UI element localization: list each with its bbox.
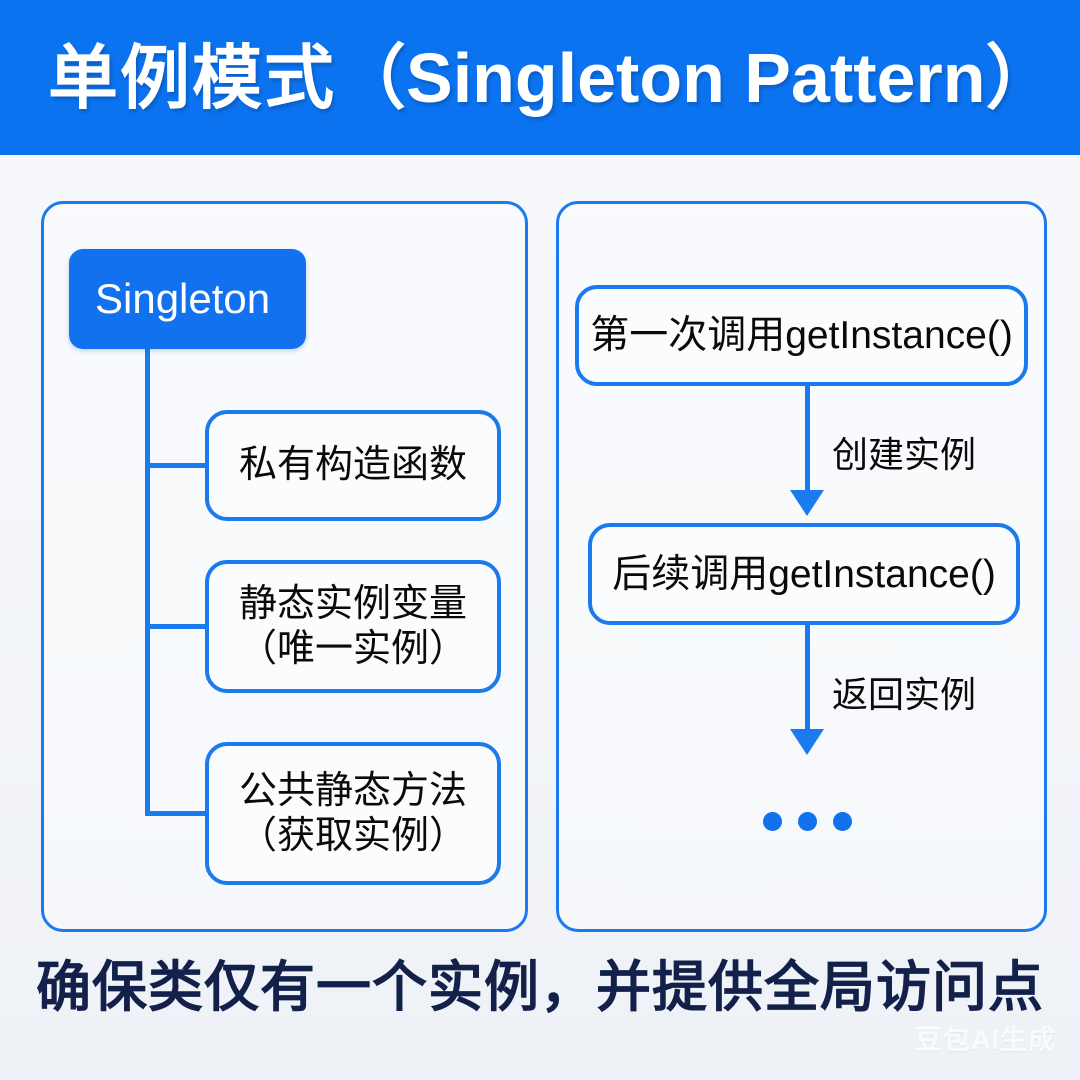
flow-step-subsequent-call[interactable]: 后续调用getInstance(): [588, 523, 1020, 625]
flow-arrow-2-stem: [805, 625, 810, 733]
flow-step-label: 后续调用getInstance(): [612, 552, 996, 596]
structure-node-public-static-method[interactable]: 公共静态方法 （获取实例）: [205, 742, 501, 885]
tree-branch-line-1: [145, 463, 208, 468]
arrow-down-icon: [790, 490, 824, 516]
tree-trunk-line: [145, 349, 150, 816]
flow-arrow-2-label: 返回实例: [832, 674, 977, 715]
header-banner: 单例模式（Singleton Pattern）: [0, 0, 1080, 155]
tree-branch-line-3: [145, 811, 208, 816]
singleton-root-node[interactable]: Singleton: [69, 249, 306, 349]
structure-node-static-instance[interactable]: 静态实例变量 （唯一实例）: [205, 560, 501, 693]
page-title: 单例模式（Singleton Pattern）: [48, 43, 1055, 113]
structure-node-line2: （获取实例）: [238, 814, 467, 857]
flow-arrow-1-label: 创建实例: [832, 434, 977, 475]
page-title-english: （Singleton Pattern）: [336, 38, 1056, 117]
flow-step-label: 第一次调用getInstance(): [590, 314, 1013, 357]
structure-node-line1: 公共静态方法: [238, 769, 467, 812]
structure-node-line1: 私有构造函数: [238, 444, 467, 487]
structure-node-line2: （唯一实例）: [238, 627, 467, 670]
arrow-down-icon: [790, 729, 824, 755]
page-title-chinese: 单例模式: [48, 38, 336, 117]
dot-1: [763, 812, 782, 831]
singleton-root-label: Singleton: [95, 275, 271, 322]
dot-3: [833, 812, 852, 831]
summary-caption: 确保类仅有一个实例，并提供全局访问点: [35, 956, 1044, 1018]
dot-2: [798, 812, 817, 831]
ellipsis-dots-icon: [763, 812, 852, 831]
tree-branch-line-2: [145, 624, 208, 629]
flow-step-first-call[interactable]: 第一次调用getInstance(): [575, 285, 1028, 386]
structure-node-private-constructor[interactable]: 私有构造函数: [205, 410, 501, 521]
structure-node-line1: 静态实例变量: [238, 582, 467, 625]
flow-arrow-1-stem: [805, 386, 810, 494]
watermark-label: 豆包AI生成: [915, 1025, 1056, 1055]
